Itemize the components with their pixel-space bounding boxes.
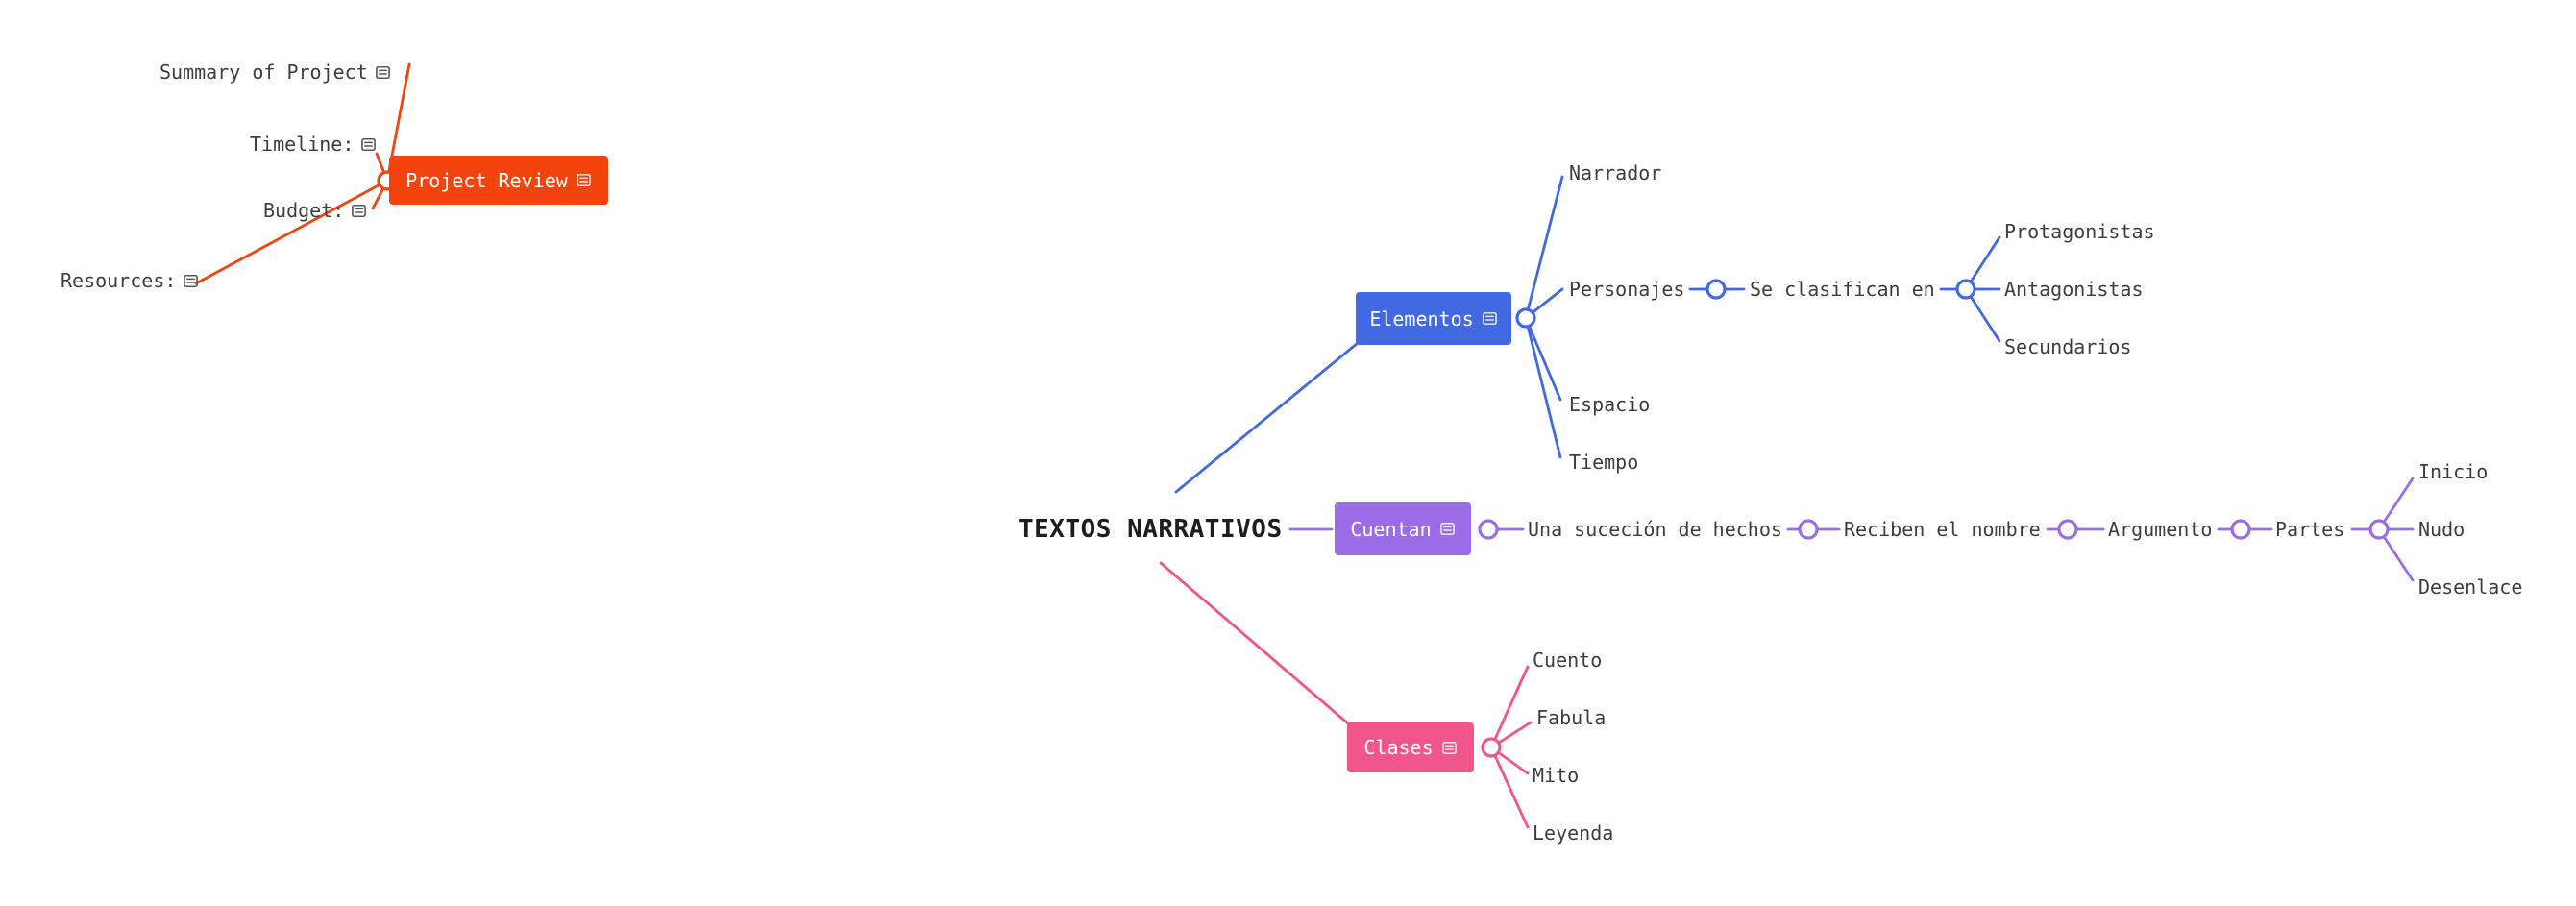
node-label: Elementos (1369, 306, 1474, 331)
node-se-clasifican-en[interactable]: Se clasifican en (1750, 278, 1935, 301)
node-resources[interactable]: Resources: (61, 269, 199, 292)
node-label: Antagonistas (2004, 278, 2144, 301)
toggle-reciben-el-nombre[interactable] (2057, 519, 2078, 540)
node-label: Argumento (2108, 518, 2213, 541)
node-label: Secundarios (2004, 335, 2132, 358)
node-timeline[interactable]: Timeline: (250, 133, 377, 156)
link-resources (194, 179, 389, 285)
note-icon (1439, 521, 1456, 537)
node-label: Timeline: (250, 133, 355, 156)
note-icon (1482, 310, 1498, 327)
toggle-cuentan[interactable] (1478, 519, 1499, 540)
toggle-argumento[interactable] (2230, 519, 2251, 540)
node-label: Clases (1363, 736, 1434, 759)
node-tiempo[interactable]: Tiempo (1569, 451, 1638, 474)
link-espacio (1524, 316, 1562, 402)
node-clases[interactable]: Clases (1347, 722, 1474, 772)
node-protagonistas[interactable]: Protagonistas (2004, 220, 2155, 243)
node-inicio[interactable]: Inicio (2418, 460, 2488, 483)
toggle-una-sucecion-de-hechos[interactable] (1798, 519, 1819, 540)
node-summary-of-project[interactable]: Summary of Project (159, 61, 391, 84)
link-protagonistas (1964, 235, 2001, 291)
note-icon (351, 203, 367, 219)
node-reciben-el-nombre[interactable]: Reciben el nombre (1844, 518, 2041, 541)
node-label: Narrador (1569, 161, 1662, 184)
node-textos-narrativos[interactable]: TEXTOS NARRATIVOS (1018, 515, 1283, 544)
node-label: Reciben el nombre (1844, 518, 2041, 541)
node-label: Protagonistas (2004, 220, 2155, 243)
note-icon (375, 64, 391, 81)
node-una-sucecion-de-hechos[interactable]: Una suceción de hechos (1528, 518, 1782, 541)
node-label: Cuento (1533, 649, 1603, 672)
node-cuento[interactable]: Cuento (1533, 649, 1602, 672)
node-label: Nudo (2418, 518, 2466, 541)
node-elementos[interactable]: Elementos (1356, 292, 1511, 345)
link-root-elementos (1174, 341, 1360, 494)
node-label: Resources: (61, 269, 177, 292)
link-cuento (1489, 665, 1530, 749)
note-icon (183, 273, 199, 289)
node-label: Una suceción de hechos (1528, 518, 1782, 541)
node-espacio[interactable]: Espacio (1569, 393, 1650, 416)
node-label: Fabula (1536, 706, 1607, 729)
toggle-se-clasifican-en[interactable] (1955, 279, 1976, 300)
node-label: Se clasifican en (1750, 278, 1935, 301)
note-icon (576, 172, 592, 188)
node-project-review[interactable]: Project Review (389, 156, 608, 205)
node-label: Summary of Project (159, 61, 368, 84)
node-fabula[interactable]: Fabula (1536, 706, 1606, 729)
node-label: Project Review (405, 168, 568, 192)
node-budget[interactable]: Budget: (263, 199, 367, 222)
node-partes[interactable]: Partes (2275, 518, 2344, 541)
note-icon (1441, 740, 1458, 756)
link-tiempo (1524, 316, 1562, 459)
node-label: Leyenda (1533, 821, 1614, 845)
node-secundarios[interactable]: Secundarios (2004, 335, 2131, 358)
link-leyenda (1489, 746, 1530, 829)
node-label: Partes (2275, 518, 2345, 541)
node-narrador[interactable]: Narrador (1569, 161, 1661, 184)
node-label: Personajes (1569, 278, 1685, 301)
link-secundarios (1964, 287, 2001, 343)
toggle-elementos[interactable] (1515, 307, 1536, 329)
node-label: Inicio (2418, 460, 2489, 483)
toggle-partes[interactable] (2368, 519, 2390, 540)
node-antagonistas[interactable]: Antagonistas (2004, 278, 2144, 301)
node-argumento[interactable]: Argumento (2108, 518, 2212, 541)
toggle-personajes[interactable] (1705, 279, 1727, 300)
node-label: TEXTOS NARRATIVOS (1018, 515, 1283, 544)
node-label: Cuentan (1350, 517, 1432, 541)
link-narrador (1524, 175, 1564, 320)
link-root-clases (1159, 561, 1351, 726)
node-mito[interactable]: Mito (1533, 764, 1579, 787)
node-cuentan[interactable]: Cuentan (1335, 502, 1471, 555)
note-icon (360, 136, 377, 153)
node-label: Tiempo (1569, 451, 1639, 474)
node-label: Budget: (263, 199, 345, 222)
node-personajes[interactable]: Personajes (1569, 278, 1684, 301)
node-label: Espacio (1569, 393, 1651, 416)
node-leyenda[interactable]: Leyenda (1533, 821, 1613, 845)
node-label: Mito (1533, 764, 1580, 787)
node-desenlace[interactable]: Desenlace (2418, 575, 2522, 599)
node-nudo[interactable]: Nudo (2418, 518, 2465, 541)
toggle-clases[interactable] (1481, 737, 1502, 758)
node-label: Desenlace (2418, 575, 2523, 599)
